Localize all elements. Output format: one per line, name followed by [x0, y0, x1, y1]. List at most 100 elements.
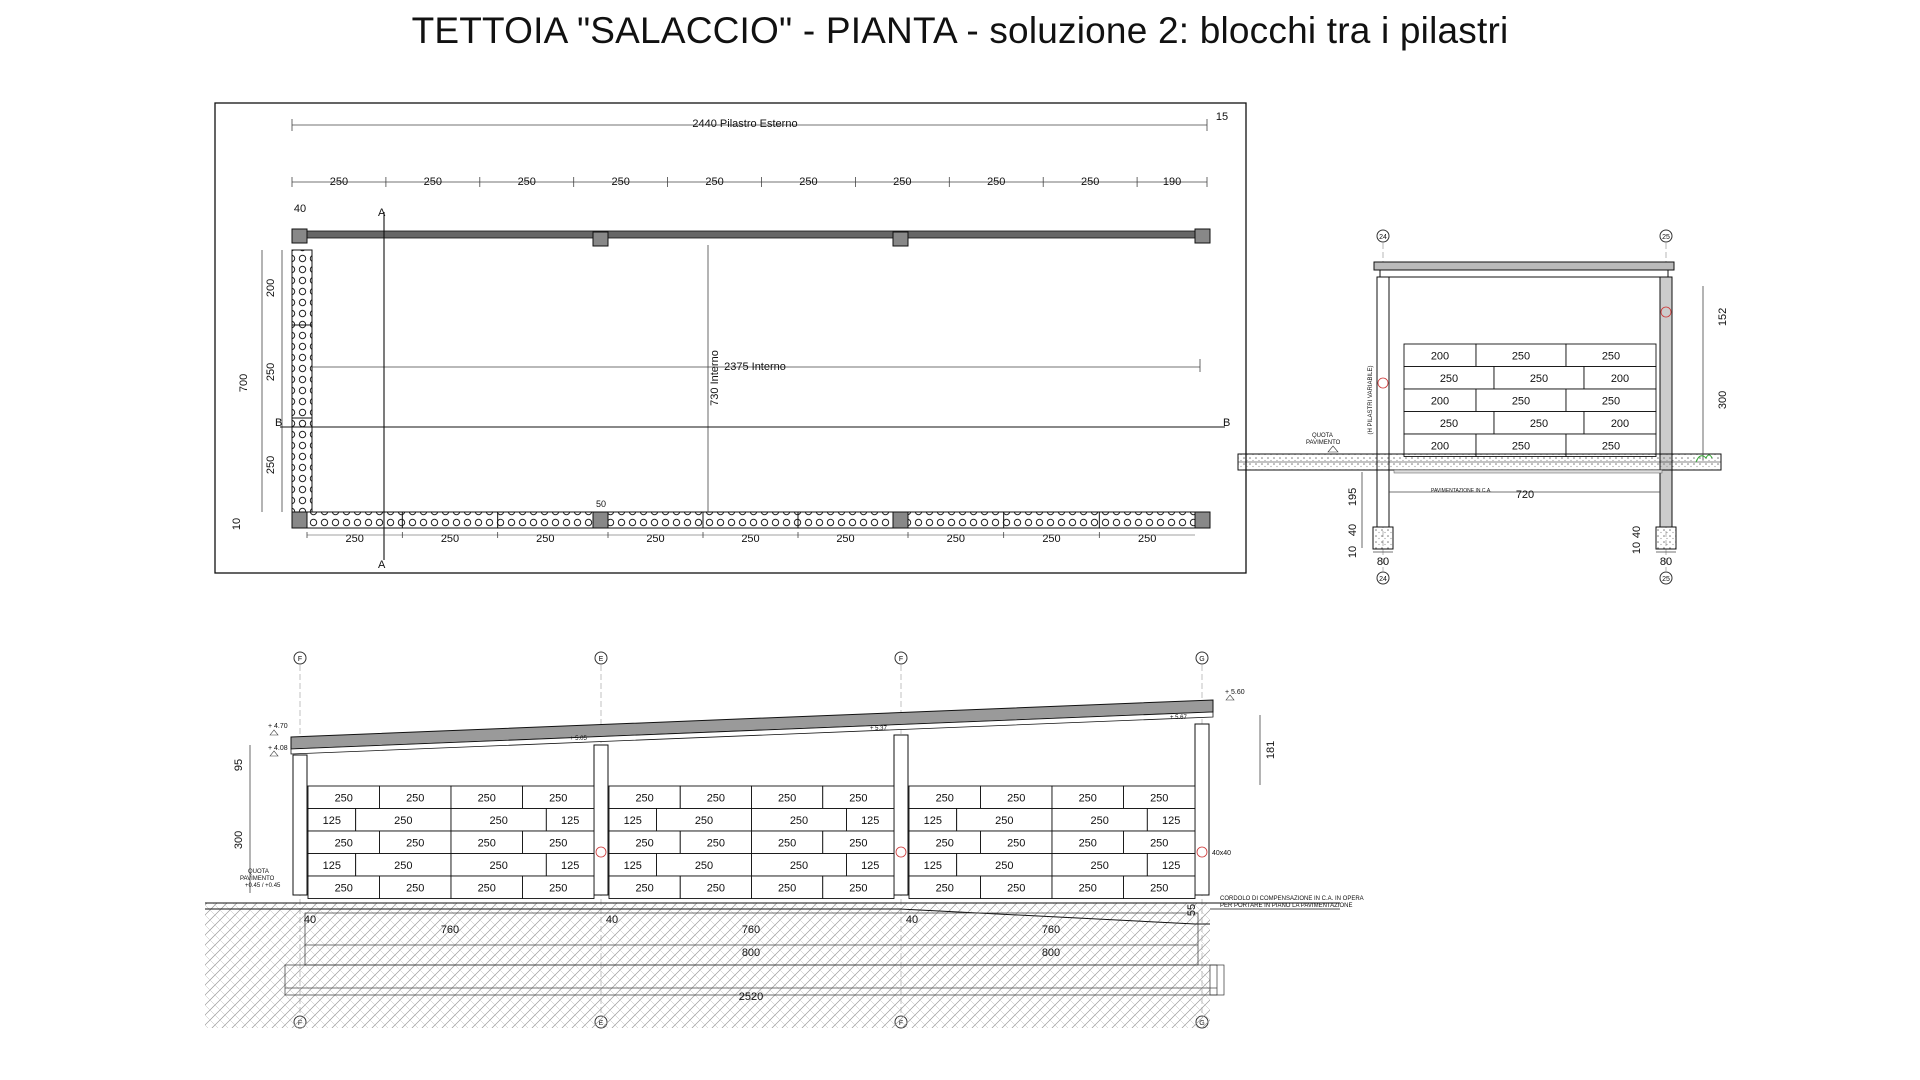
elev-block-label: 250	[778, 882, 796, 894]
elev-block-label: 250	[995, 860, 1013, 872]
elev-block-label: 250	[394, 815, 412, 827]
side-block-label: 250	[1440, 418, 1458, 430]
pillar-s1	[592, 511, 609, 529]
elev-total-2520: 2520	[739, 991, 763, 1003]
elev-block-label: 125	[924, 860, 942, 872]
elev-block-label: 250	[635, 882, 653, 894]
elev-block-label: 250	[707, 837, 725, 849]
elev-block-label: 250	[489, 815, 507, 827]
elev-block-label: 125	[861, 815, 879, 827]
gap-dim-label: 50	[596, 499, 606, 509]
plan-bottom-dim-9: 250	[1138, 533, 1156, 545]
elevation-block-walls: 250 250 250 250 250 250 250 250 250 250 250 250 125 2…	[307, 785, 1196, 899]
elev-axis-bubble	[1195, 651, 1209, 665]
side-block-label: 200	[1611, 418, 1629, 430]
elev-dim-300: 300	[233, 831, 245, 849]
plan-bottom-dim-4: 250	[646, 533, 664, 545]
elev-block-label: 250	[1007, 882, 1025, 894]
side-dim-300: 300	[1717, 391, 1729, 409]
elev-column-4	[1194, 723, 1210, 896]
side-block-label: 200	[1431, 350, 1449, 362]
plan-bottom-dim-2: 250	[441, 533, 459, 545]
elev-block-label: 125	[924, 815, 942, 827]
elev-column-3	[893, 734, 909, 896]
elev-block-label: 250	[549, 792, 567, 804]
elev-block-label: 250	[790, 860, 808, 872]
plan-top-dim-3: 250	[518, 176, 536, 188]
elev-block-label: 125	[1162, 860, 1180, 872]
elev-span-760-2: 760	[742, 924, 760, 936]
overall-dim-label: 2440 Pilastro Esterno	[692, 118, 797, 130]
section-b-right: B	[1223, 417, 1230, 429]
axis-bubble-25-top	[1659, 229, 1673, 243]
elev-block-label: 250	[1150, 792, 1168, 804]
elev-level-label: +0.45 / +0.45	[245, 883, 281, 889]
axis-25-top: 25	[1662, 234, 1670, 241]
side-block-label: 250	[1440, 373, 1458, 385]
plan-top-dim-8: 250	[987, 176, 1005, 188]
level-537: + 5.37	[870, 726, 888, 732]
plan-bottom-dim-3: 250	[536, 533, 554, 545]
elev-dim-40-3: 40	[906, 914, 918, 926]
plan-top-dim-9: 250	[1081, 176, 1099, 188]
pillar-sw	[291, 511, 308, 529]
elevation-ground	[205, 903, 1210, 1028]
elev-block-label: 250	[778, 792, 796, 804]
elev-block-label: 250	[695, 815, 713, 827]
elev-axis-bubble	[594, 651, 608, 665]
side-foundation-right	[1655, 526, 1677, 550]
elev-column-1	[292, 754, 308, 896]
elev-block-label: 250	[549, 837, 567, 849]
elev-axis-label: F	[298, 656, 302, 663]
elev-axis-bubble	[894, 651, 908, 665]
elev-block	[522, 875, 595, 899]
side-dim-720: 720	[1516, 489, 1534, 501]
interior-v-dim: 730 Interno	[709, 350, 721, 406]
elev-block-label: 250	[335, 792, 353, 804]
side-dim-195: 195	[1347, 488, 1359, 506]
elev-note-2: PER PORTARE IN PIANO LA PAVIMENTAZIONE	[1220, 903, 1352, 909]
axis-bubble-25-bottom	[1659, 571, 1673, 585]
elev-block-label: 250	[549, 882, 567, 894]
elev-block-label: 250	[1007, 837, 1025, 849]
elev-block-label: 125	[624, 815, 642, 827]
elev-block	[1123, 875, 1196, 899]
elev-block-label: 250	[635, 837, 653, 849]
elev-block-label: 250	[1090, 860, 1108, 872]
elev-block-label: 250	[1079, 792, 1097, 804]
elev-block	[822, 875, 895, 899]
side-dim-10-right: 10	[1631, 542, 1643, 554]
elev-block-label: 250	[335, 837, 353, 849]
elev-dim-181: 181	[1265, 741, 1277, 759]
elev-block-label: 250	[707, 882, 725, 894]
elev-block-label: 250	[936, 882, 954, 894]
elev-block-label: 250	[635, 792, 653, 804]
pillar-n2	[892, 231, 909, 247]
side-dim-80-left: 80	[1377, 556, 1389, 568]
elev-block-label: 250	[406, 792, 424, 804]
left-dim-3: 250	[265, 456, 277, 474]
axis-bubble-24-top	[1376, 229, 1390, 243]
elev-block-label: 250	[394, 860, 412, 872]
plan-top-dim-10: 190	[1163, 176, 1181, 188]
elev-block-label: 250	[707, 792, 725, 804]
side-block-label: 250	[1602, 440, 1620, 452]
level-560: + 5.60	[1225, 689, 1245, 696]
elev-block-label: 125	[624, 860, 642, 872]
elev-block-label: 125	[861, 860, 879, 872]
elev-block-label: 250	[1150, 837, 1168, 849]
plan-top-dim-5: 250	[705, 176, 723, 188]
elev-block-label: 125	[561, 860, 579, 872]
elev-dim-95: 95	[233, 759, 245, 771]
elev-block-label: 250	[335, 882, 353, 894]
elev-block-label: 250	[478, 837, 496, 849]
elev-dim-40-1: 40	[304, 914, 316, 926]
plan-top-dim-7: 250	[893, 176, 911, 188]
level-470: + 4.70	[268, 723, 288, 730]
axis-25-bottom: 25	[1662, 576, 1670, 583]
elev-block-label: 250	[489, 860, 507, 872]
plan-bottom-dim-1: 250	[345, 533, 363, 545]
